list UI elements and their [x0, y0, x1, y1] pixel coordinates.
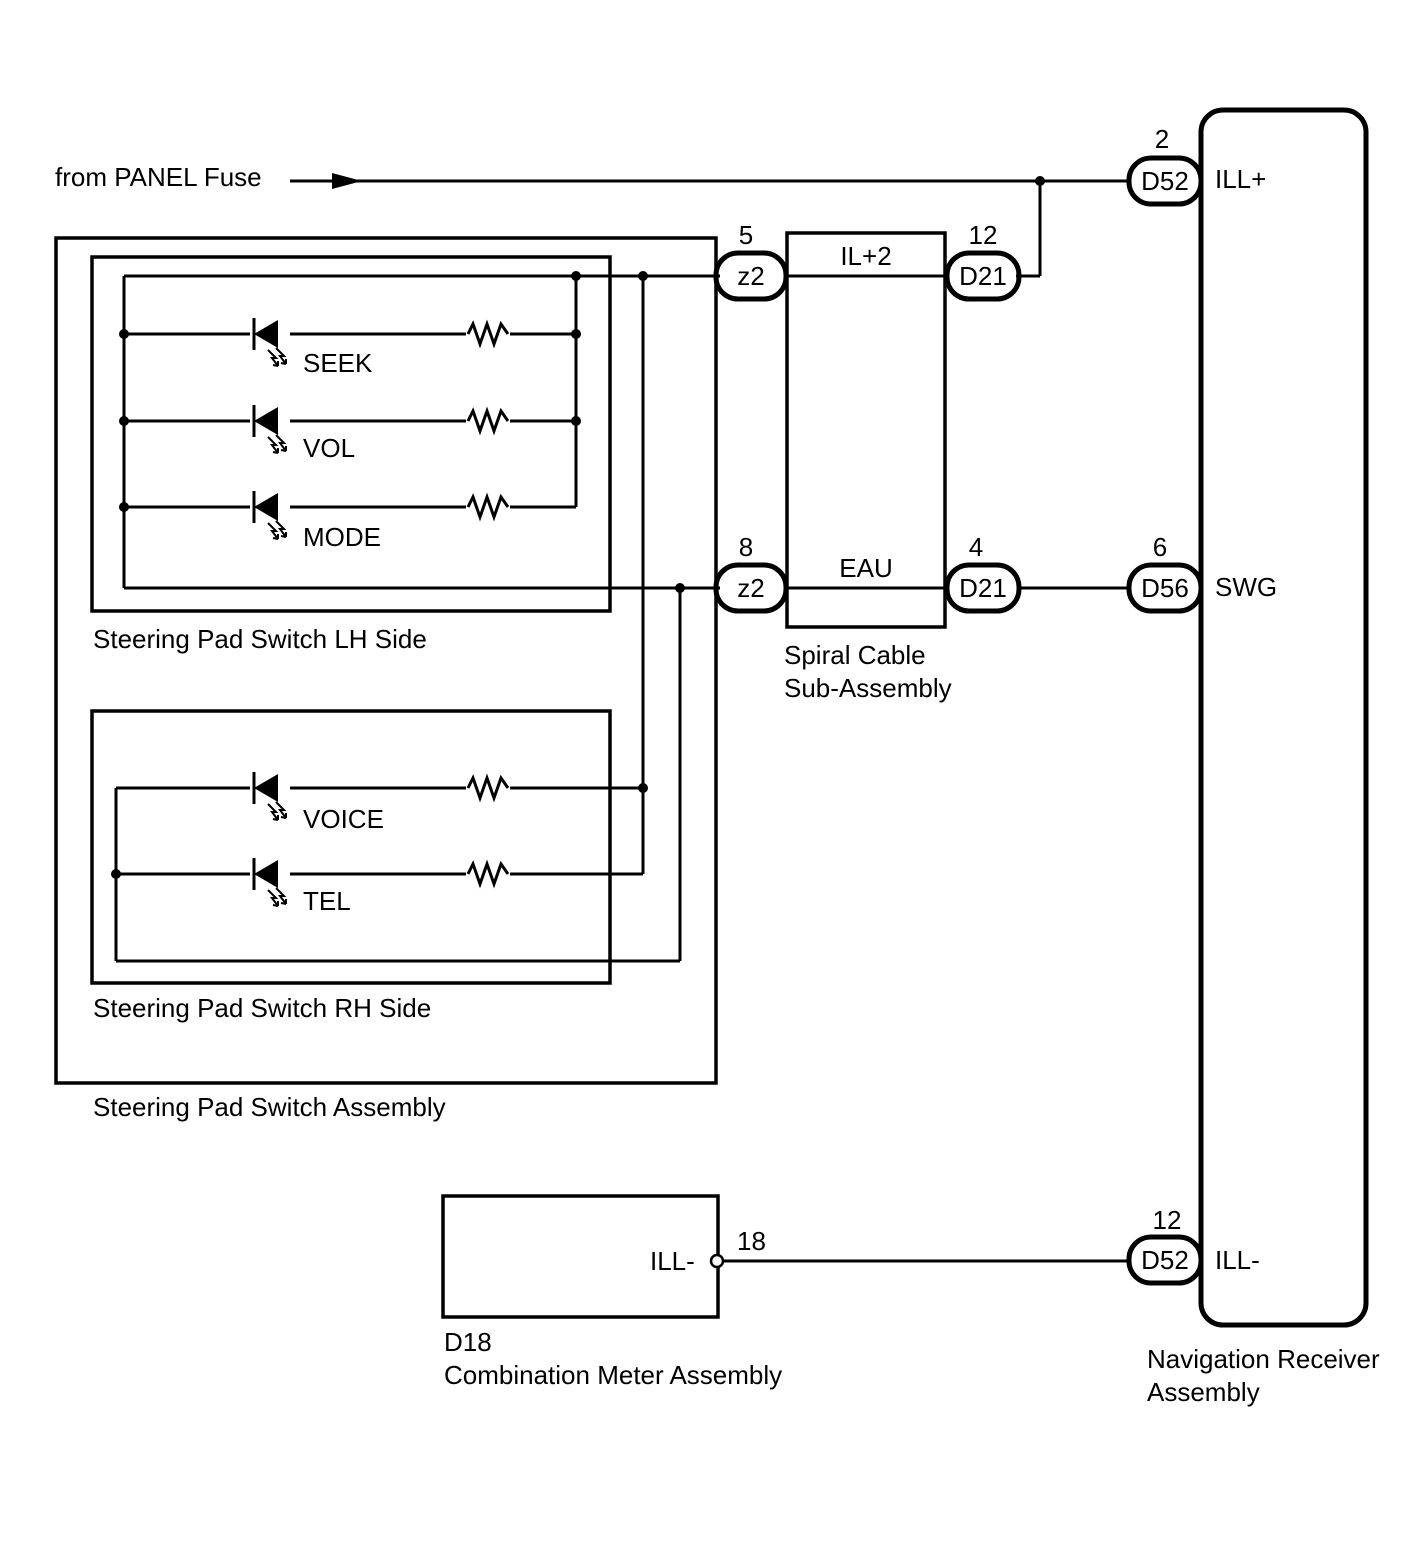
- d52-bottom-pin: 12: [1153, 1205, 1182, 1235]
- connector-d52-top: D52 2: [1126, 124, 1204, 207]
- meter-code-label: D18: [444, 1327, 492, 1357]
- connector-d56: D56 6: [1126, 532, 1204, 614]
- voice-label: VOICE: [303, 804, 384, 834]
- z2-top-pin: 5: [739, 220, 753, 250]
- svg-text:D52: D52: [1141, 1245, 1189, 1275]
- arrow-right-icon: [332, 173, 362, 189]
- spiral-cable-box: [785, 231, 947, 629]
- nav-receiver-label-2: Assembly: [1147, 1377, 1260, 1407]
- swg-label: SWG: [1215, 572, 1277, 602]
- lh-side-box: [90, 255, 612, 613]
- connector-z2-top: z2 5: [713, 220, 789, 302]
- d21-bottom-pin: 4: [969, 532, 983, 562]
- svg-text:z2: z2: [737, 261, 764, 291]
- navigation-receiver-box: [1198, 107, 1369, 1328]
- spiral-il2-label: IL+2: [840, 241, 891, 271]
- lh-side-label: Steering Pad Switch LH Side: [93, 624, 427, 654]
- svg-text:D21: D21: [959, 573, 1007, 603]
- tel-led-row: TEL: [111, 856, 643, 916]
- rh-side-label: Steering Pad Switch RH Side: [93, 993, 431, 1023]
- connector-d21-bottom: D21 4: [944, 532, 1022, 614]
- mode-led-row: MODE: [119, 489, 576, 552]
- rh-side-box: [90, 709, 612, 985]
- meter-terminal-icon: [709, 1253, 725, 1269]
- seek-led-row: SEEK: [119, 316, 581, 378]
- vol-label: VOL: [303, 433, 355, 463]
- spiral-cable-label-1: Spiral Cable: [784, 640, 926, 670]
- vol-led-row: VOL: [119, 403, 581, 463]
- connector-z2-bottom: z2 8: [713, 532, 789, 614]
- svg-text:D56: D56: [1141, 573, 1189, 603]
- mode-label: MODE: [303, 522, 381, 552]
- d52-top-pin: 2: [1155, 124, 1169, 154]
- steering-pad-switch-assembly-box: [54, 236, 718, 1085]
- connector-d21-top: D21 12: [944, 220, 1022, 302]
- voice-led-row: VOICE: [116, 770, 648, 834]
- panel-fuse-label: from PANEL Fuse: [55, 162, 262, 192]
- seek-label: SEEK: [303, 348, 373, 378]
- svg-text:D21: D21: [959, 261, 1007, 291]
- tel-label: TEL: [303, 886, 351, 916]
- meter-pin-18: 18: [737, 1226, 766, 1256]
- svg-text:D52: D52: [1141, 166, 1189, 196]
- ill-minus-label: ILL-: [1215, 1245, 1260, 1275]
- meter-name-label: Combination Meter Assembly: [444, 1360, 782, 1390]
- d56-pin: 6: [1153, 532, 1167, 562]
- nav-receiver-label-1: Navigation Receiver: [1147, 1344, 1380, 1374]
- meter-ill-minus-label: ILL-: [650, 1246, 695, 1276]
- spiral-cable-label-2: Sub-Assembly: [784, 673, 952, 703]
- ill-plus-label: ILL+: [1215, 164, 1266, 194]
- steering-pad-assembly-label: Steering Pad Switch Assembly: [93, 1092, 446, 1122]
- d21-top-pin: 12: [969, 220, 998, 250]
- z2-bottom-pin: 8: [739, 532, 753, 562]
- spiral-eau-label: EAU: [839, 553, 892, 583]
- connector-d52-bottom: D52 12: [1126, 1205, 1204, 1286]
- svg-text:z2: z2: [737, 573, 764, 603]
